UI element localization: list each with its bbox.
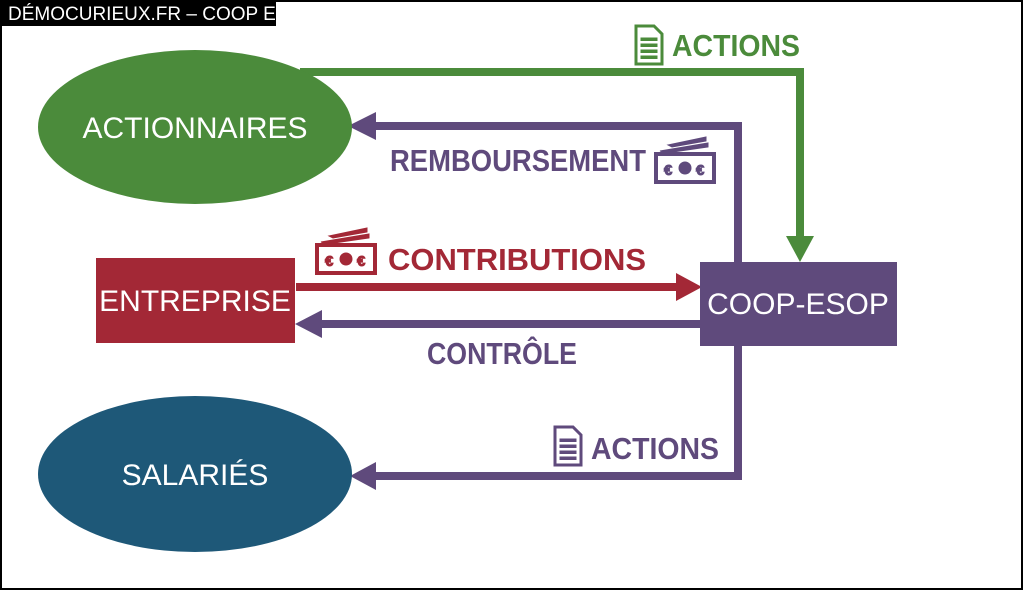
node-label: ENTREPRISE <box>99 285 291 318</box>
flow-controle <box>295 310 700 338</box>
flow-actions-to-salaries <box>350 346 742 490</box>
node-entreprise: ENTREPRISE <box>96 258 295 343</box>
node-salaries: SALARIÉS <box>38 396 352 552</box>
flow-label-controle: CONTRÔLE <box>427 335 577 371</box>
flow-actions-to-coop <box>300 68 814 262</box>
node-label: COOP-ESOP <box>707 288 889 321</box>
node-label: SALARIÉS <box>122 459 269 492</box>
flow-label-contributions: CONTRIBUTIONS <box>388 242 646 277</box>
flow-label-actions-top: ACTIONS <box>672 28 800 63</box>
node-label: ACTIONNAIRES <box>82 112 307 145</box>
flow-label-remboursement: REMBOURSEMENT <box>390 143 646 178</box>
flow-remboursement <box>348 112 742 262</box>
flow-label-actions-bottom: ACTIONS <box>591 431 719 466</box>
header-bar <box>0 0 276 26</box>
header-title: DÉMOCURIEUX.FR – COOP ESOP <box>8 4 316 25</box>
node-coop-esop: COOP-ESOP <box>700 262 897 346</box>
flow-contributions <box>296 273 702 301</box>
node-actionnaires: ACTIONNAIRES <box>38 50 352 204</box>
